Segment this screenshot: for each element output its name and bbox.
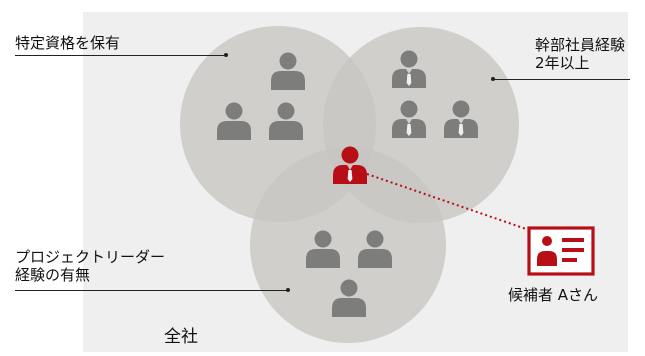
manager-experience-leader-dot (491, 77, 495, 81)
project-leader-label: プロジェクトリーダー 経験の有無 (15, 248, 166, 284)
candidate-connector (366, 173, 533, 232)
qualification-label: 特定資格を保有 (15, 34, 121, 52)
company-label: 全社 (164, 327, 198, 347)
manager-experience-leader-line (493, 79, 630, 80)
manager-experience-label: 幹部社員経験 2年以上 (535, 36, 626, 72)
circle-project-leader (250, 147, 446, 343)
candidate-label: 候補者 Aさん (508, 286, 599, 304)
qualification-leader-dot (224, 53, 228, 57)
project-leader-leader-dot (286, 288, 290, 292)
id-card-icon (527, 226, 595, 276)
qualification-leader-line (15, 55, 225, 56)
project-leader-leader-line (15, 290, 287, 291)
